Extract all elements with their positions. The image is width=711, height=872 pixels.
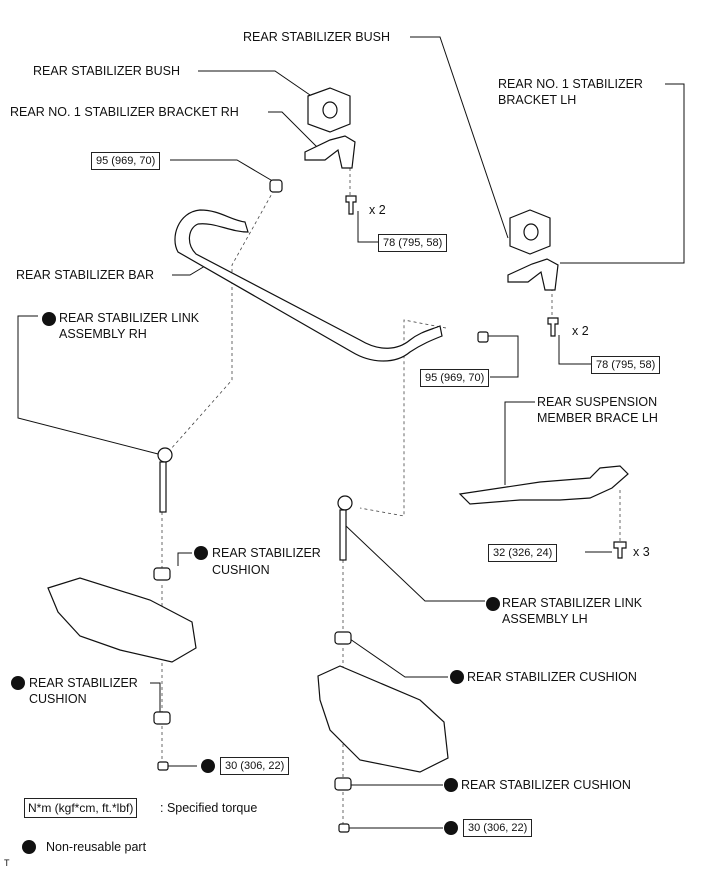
qty-brace: x 3 [633, 545, 650, 559]
nonreusable-marker [11, 676, 25, 690]
nonreusable-marker [486, 597, 500, 611]
link-rh-ball [157, 447, 173, 463]
label-bracket-lh-1: REAR NO. 1 STABILIZER [498, 77, 643, 91]
link-lh-shaft [339, 509, 347, 561]
label-link-lh-2: ASSEMBLY LH [502, 612, 588, 626]
link-rh-shaft [159, 461, 167, 513]
label-cushion-left-1: REAR STABILIZER [29, 676, 138, 690]
leader-torque-rh-bracket [357, 211, 378, 243]
label-link-rh-1: REAR STABILIZER LINK [59, 311, 200, 325]
leader-cushion-mid [177, 552, 192, 566]
legend-nonreusable-desc: Non-reusable part [46, 840, 147, 854]
legend-torque-desc: : Specified torque [160, 801, 258, 815]
leader-link-lh [345, 525, 485, 602]
nonreusable-marker [42, 312, 56, 326]
torque-nut-left-bottom: 30 (306, 22) [220, 757, 290, 775]
bolt-brace-part [613, 541, 627, 559]
label-bush-left: REAR STABILIZER BUSH [33, 64, 181, 78]
nut-right-bottom-part [338, 823, 350, 833]
arm-left-part [47, 577, 197, 663]
cushion-right-upper-part [334, 631, 352, 645]
label-stab-bar: REAR STABILIZER BAR [16, 268, 154, 282]
nonreusable-marker [194, 546, 208, 560]
link-lh-ball [337, 495, 353, 511]
nut-left-top-part [269, 179, 283, 193]
figure-id: T [4, 858, 10, 868]
label-cushion-left-2: CUSHION [29, 692, 87, 706]
bolt-lh-bracket-part [547, 317, 559, 337]
label-bracket-rh: REAR NO. 1 STABILIZER BRACKET RH [10, 105, 239, 119]
torque-lh-bracket: 78 (795, 58) [591, 356, 661, 374]
torque-nut-right-mid: 95 (969, 70) [420, 369, 490, 387]
cushion-left-part [153, 711, 171, 725]
leader-bracket-rh [268, 111, 319, 149]
torque-brace: 32 (326, 24) [488, 544, 558, 562]
legend-nonreusable-marker [22, 840, 36, 854]
bolt-rh-bracket-part [345, 195, 357, 215]
qty-rh-bracket: x 2 [369, 203, 386, 217]
leader-torque-nut-left-top [170, 159, 277, 184]
nut-left-bottom-part [157, 761, 169, 771]
label-cushion-mid-2: CUSHION [212, 563, 270, 577]
torque-rh-bracket: 78 (795, 58) [378, 234, 448, 252]
bush-lh-hole [523, 223, 539, 241]
legend-torque-unit: N*m (kgf*cm, ft.*lbf) [24, 798, 138, 818]
stab-bar-part [174, 209, 443, 362]
leader-torque-nut-right [485, 335, 519, 378]
label-bush-top: REAR STABILIZER BUSH [243, 30, 391, 44]
bracket-lh-part [507, 258, 559, 291]
label-link-lh-1: REAR STABILIZER LINK [502, 596, 643, 610]
nonreusable-marker [201, 759, 215, 773]
torque-nut-right-bottom: 30 (306, 22) [463, 819, 533, 837]
leader-cushion-right-upper [349, 638, 448, 678]
label-cushion-right-upper: REAR STABILIZER CUSHION [467, 670, 637, 684]
bracket-rh-part [304, 135, 356, 169]
nut-right-mid-part [477, 331, 489, 343]
bush-rh-hole [322, 101, 338, 119]
label-cushion-mid-1: REAR STABILIZER [212, 546, 321, 560]
label-link-rh-2: ASSEMBLY RH [59, 327, 147, 341]
leader-bracket-lh [560, 83, 685, 264]
label-cushion-right-lower: REAR STABILIZER CUSHION [461, 778, 631, 792]
leader-bush-left [198, 70, 311, 96]
qty-lh-bracket: x 2 [572, 324, 589, 338]
label-bracket-lh-2: BRACKET LH [498, 93, 577, 107]
leader-brace-lh [504, 401, 535, 485]
arm-right-part [317, 665, 449, 773]
label-brace-lh-2: MEMBER BRACE LH [537, 411, 658, 425]
leader-bush-top [410, 36, 509, 239]
torque-nut-left-top: 95 (969, 70) [91, 152, 161, 170]
nonreusable-marker [444, 821, 458, 835]
label-brace-lh-1: REAR SUSPENSION [537, 395, 658, 409]
nonreusable-marker [444, 778, 458, 792]
cushion-right-lower-part [334, 777, 352, 791]
leader-torque-lh-bracket [558, 335, 591, 365]
brace-lh-part [458, 465, 629, 505]
cushion-mid-part [153, 567, 171, 581]
leader-cushion-left [150, 682, 161, 712]
leader-link-rh [17, 315, 163, 456]
nonreusable-marker [450, 670, 464, 684]
